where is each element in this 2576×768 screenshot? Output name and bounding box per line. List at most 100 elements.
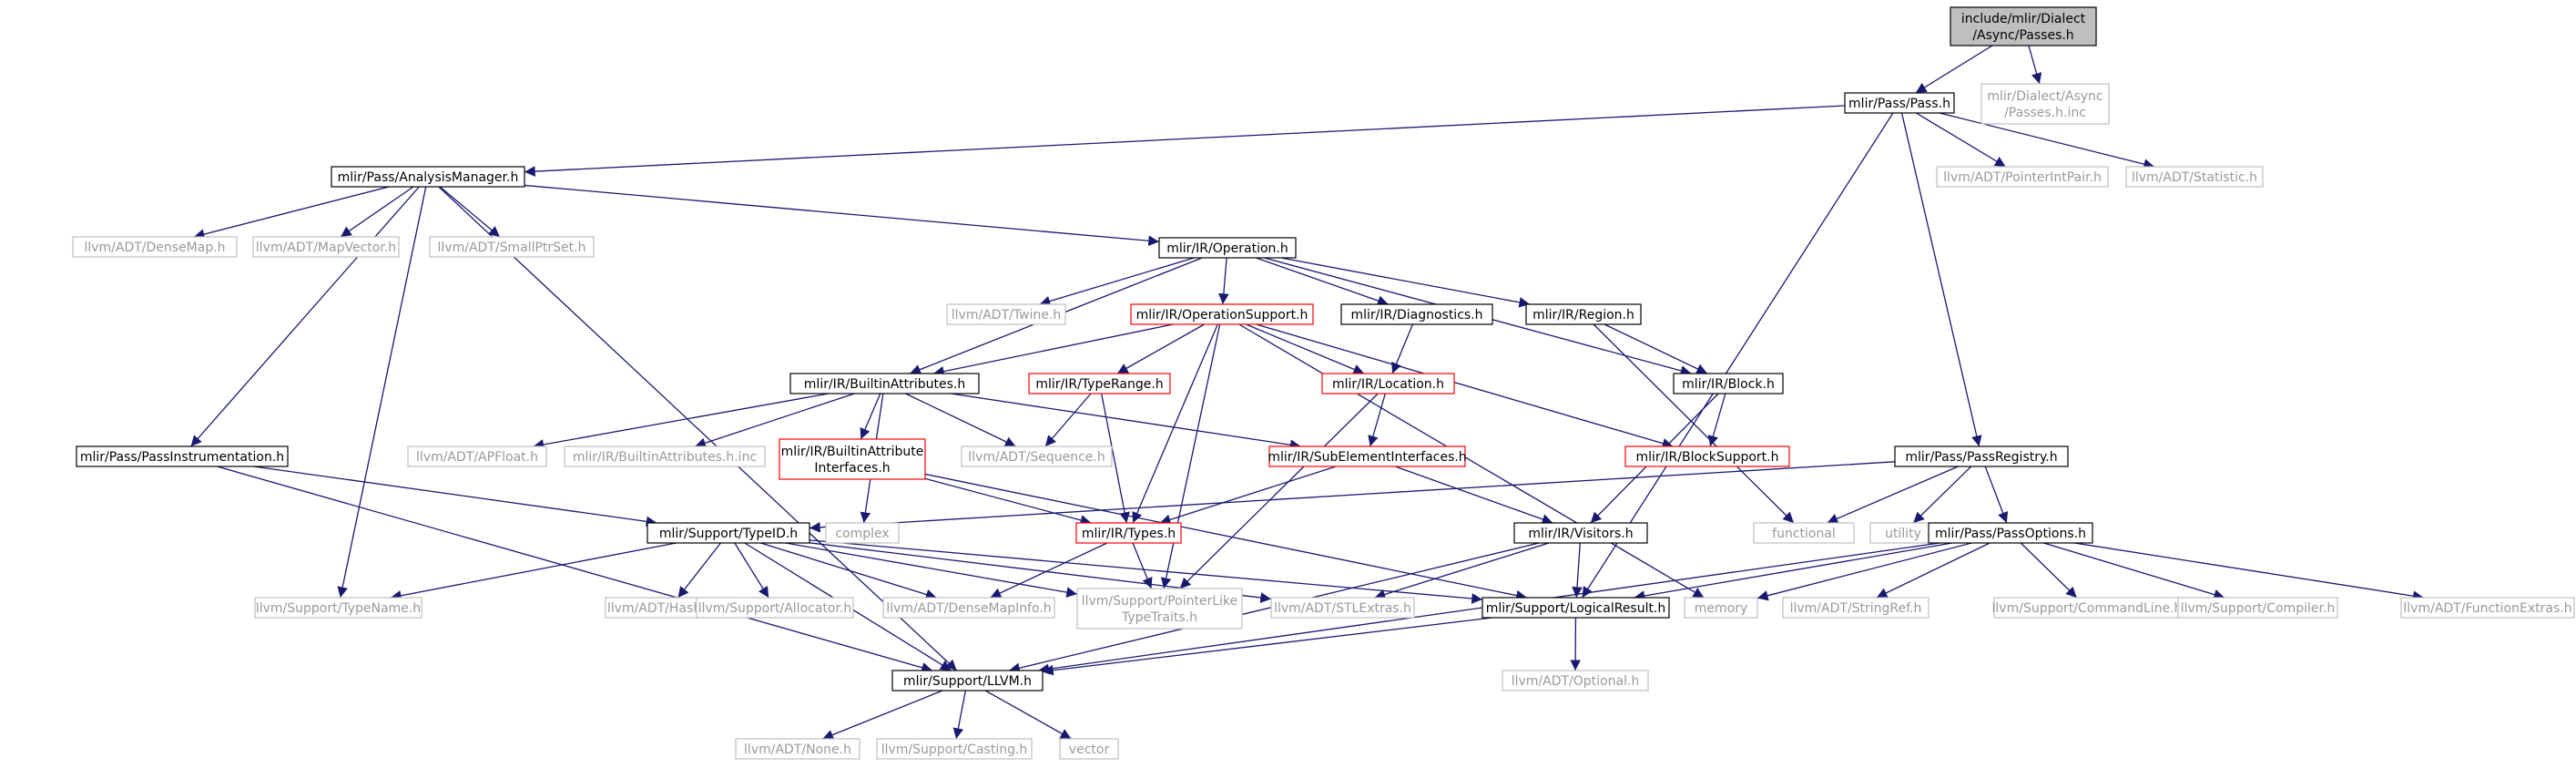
node-visitors[interactable]: mlir/IR/Visitors.h — [1513, 522, 1648, 544]
node-blocksupport[interactable]: mlir/IR/BlockSupport.h — [1624, 445, 1790, 467]
node-densemapinfo: llvm/ADT/DenseMapInfo.h — [882, 597, 1055, 619]
node-box — [1268, 445, 1466, 467]
node-box — [1076, 588, 1243, 630]
node-label: llvm/Support/Casting.h — [881, 742, 1028, 757]
node-twine: llvm/ADT/Twine.h — [946, 303, 1066, 325]
edge-typerange-to-types — [1101, 393, 1130, 524]
node-subelem[interactable]: mlir/IR/SubElementInterfaces.h — [1268, 445, 1467, 467]
node-box — [2400, 597, 2575, 619]
node-box — [252, 236, 400, 258]
edge-typerange-to-sequence — [1044, 393, 1092, 447]
edges-layer — [190, 45, 2424, 741]
node-statistic: llvm/ADT/Statistic.h — [2125, 166, 2264, 188]
edge-passoptions-to-compiler — [2043, 542, 2225, 600]
edge-passregistry-to-functional — [1827, 466, 1959, 524]
edge-pass-to-statistic — [1939, 112, 2155, 169]
node-memory: memory — [1684, 597, 1758, 619]
node-types[interactable]: mlir/IR/Types.h — [1075, 522, 1182, 544]
node-label: llvm/ADT/Optional.h — [1512, 674, 1640, 689]
node-box — [1844, 92, 1955, 114]
node-label: llvm/ADT/Twine.h — [952, 308, 1061, 323]
edge-root-to-passes_inc — [2028, 45, 2042, 85]
node-builtinattrs[interactable]: mlir/IR/BuiltinAttributes.h — [789, 373, 980, 394]
edge-builtinattrs-to-subelem — [951, 393, 1301, 451]
node-passinstr[interactable]: mlir/Pass/PassInstrumentation.h — [76, 445, 289, 467]
node-label: llvm/ADT/PointerIntPair.h — [1943, 170, 2102, 185]
node-block[interactable]: mlir/IR/Block.h — [1673, 373, 1784, 394]
node-box — [1028, 373, 1171, 394]
edge-builtinattrif-to-types — [924, 477, 1092, 526]
node-label: mlir/Pass/PassOptions.h — [1935, 527, 2086, 541]
node-densemap: llvm/ADT/DenseMap.h — [72, 236, 238, 258]
node-label: llvm/ADT/FunctionExtras.h — [2403, 601, 2571, 616]
node-box — [1513, 522, 1648, 544]
node-commandline: llvm/Support/CommandLine.h — [1992, 597, 2182, 619]
node-casting: llvm/Support/Casting.h — [876, 738, 1033, 760]
edge-passoptions-to-functionextras — [2074, 542, 2424, 601]
edge-opsupport-to-builtinattrs — [932, 323, 1174, 377]
node-box — [961, 445, 1113, 467]
node-label: TypeTraits.h — [1121, 610, 1197, 625]
node-box — [779, 438, 926, 480]
edge-builtinattrs-to-builtinattrif — [860, 393, 881, 440]
node-compiler: llvm/Support/Compiler.h — [2177, 597, 2338, 619]
node-box — [407, 445, 547, 467]
node-label: mlir/IR/BuiltinAttributes.h — [804, 377, 965, 392]
node-label: Interfaces.h — [814, 461, 890, 476]
node-diagnostics[interactable]: mlir/IR/Diagnostics.h — [1340, 303, 1493, 325]
edge-opsupport-to-typerange — [1116, 323, 1205, 374]
node-analysis[interactable]: mlir/Pass/AnalysisManager.h — [331, 166, 525, 188]
node-box — [1075, 522, 1182, 544]
node-label: llvm/ADT/STLExtras.h — [1274, 601, 1411, 616]
node-functional: functional — [1753, 522, 1855, 544]
node-label: mlir/IR/Diagnostics.h — [1350, 308, 1482, 323]
node-label: llvm/ADT/SmallPtrSet.h — [438, 241, 586, 255]
node-opsupport[interactable]: mlir/IR/OperationSupport.h — [1130, 303, 1314, 325]
node-utility: utility — [1869, 522, 1937, 544]
node-box — [1130, 303, 1314, 325]
node-typerange[interactable]: mlir/IR/TypeRange.h — [1028, 373, 1171, 394]
node-box — [1624, 445, 1790, 467]
node-box — [735, 738, 860, 760]
node-label: /Async/Passes.h — [1972, 28, 2073, 43]
node-box — [1936, 166, 2109, 188]
node-location[interactable]: mlir/IR/Location.h — [1321, 373, 1455, 394]
node-none: llvm/ADT/None.h — [735, 738, 860, 760]
node-label: complex — [835, 527, 889, 541]
node-passoptions[interactable]: mlir/Pass/PassOptions.h — [1928, 522, 2093, 544]
edge-location-to-ptrliketypetraits — [1179, 393, 1379, 589]
node-label: llvm/ADT/DenseMap.h — [84, 241, 225, 255]
edge-location-to-subelem — [1368, 393, 1386, 447]
node-label: mlir/IR/Block.h — [1682, 377, 1775, 392]
edge-subelem-to-visitors — [1394, 466, 1553, 525]
node-box — [1950, 6, 2097, 46]
node-label: /Passes.h.inc — [2004, 106, 2086, 120]
node-label: mlir/Pass/AnalysisManager.h — [338, 170, 519, 185]
node-box — [76, 445, 289, 467]
edge-opsupport-to-types — [1132, 323, 1218, 524]
node-label: llvm/ADT/Sequence.h — [968, 450, 1105, 465]
node-root[interactable]: include/mlir/Dialect/Async/Passes.h — [1950, 6, 2097, 46]
node-label: llvm/ADT/APFloat.h — [416, 450, 538, 465]
node-label: mlir/IR/Visitors.h — [1528, 527, 1633, 541]
node-smallptrset: llvm/ADT/SmallPtrSet.h — [429, 236, 595, 258]
node-llvm[interactable]: mlir/Support/LLVM.h — [891, 670, 1044, 691]
node-label: mlir/IR/Region.h — [1532, 308, 1634, 323]
edge-builtinattrs-to-builtinattrs_inc — [695, 393, 855, 448]
node-pass[interactable]: mlir/Pass/Pass.h — [1844, 92, 1955, 114]
edge-types-to-ptrliketypetraits — [1132, 542, 1153, 589]
node-functionextras: llvm/ADT/FunctionExtras.h — [2400, 597, 2575, 619]
node-box — [891, 670, 1044, 691]
node-passregistry[interactable]: mlir/Pass/PassRegistry.h — [1894, 445, 2069, 467]
node-region[interactable]: mlir/IR/Region.h — [1525, 303, 1642, 325]
node-operation[interactable]: mlir/IR/Operation.h — [1158, 237, 1297, 259]
node-stringref: llvm/ADT/StringRef.h — [1782, 597, 1929, 619]
node-label: llvm/Support/Compiler.h — [2181, 601, 2336, 616]
node-box — [825, 522, 900, 544]
node-label: mlir/IR/BuiltinAttribute — [781, 445, 924, 459]
node-logicalresult[interactable]: mlir/Support/LogicalResult.h — [1481, 597, 1670, 619]
edge-diagnostics-to-location — [1391, 323, 1414, 374]
node-typeid[interactable]: mlir/Support/TypeID.h — [647, 522, 810, 544]
node-label: mlir/Pass/PassInstrumentation.h — [80, 450, 284, 465]
